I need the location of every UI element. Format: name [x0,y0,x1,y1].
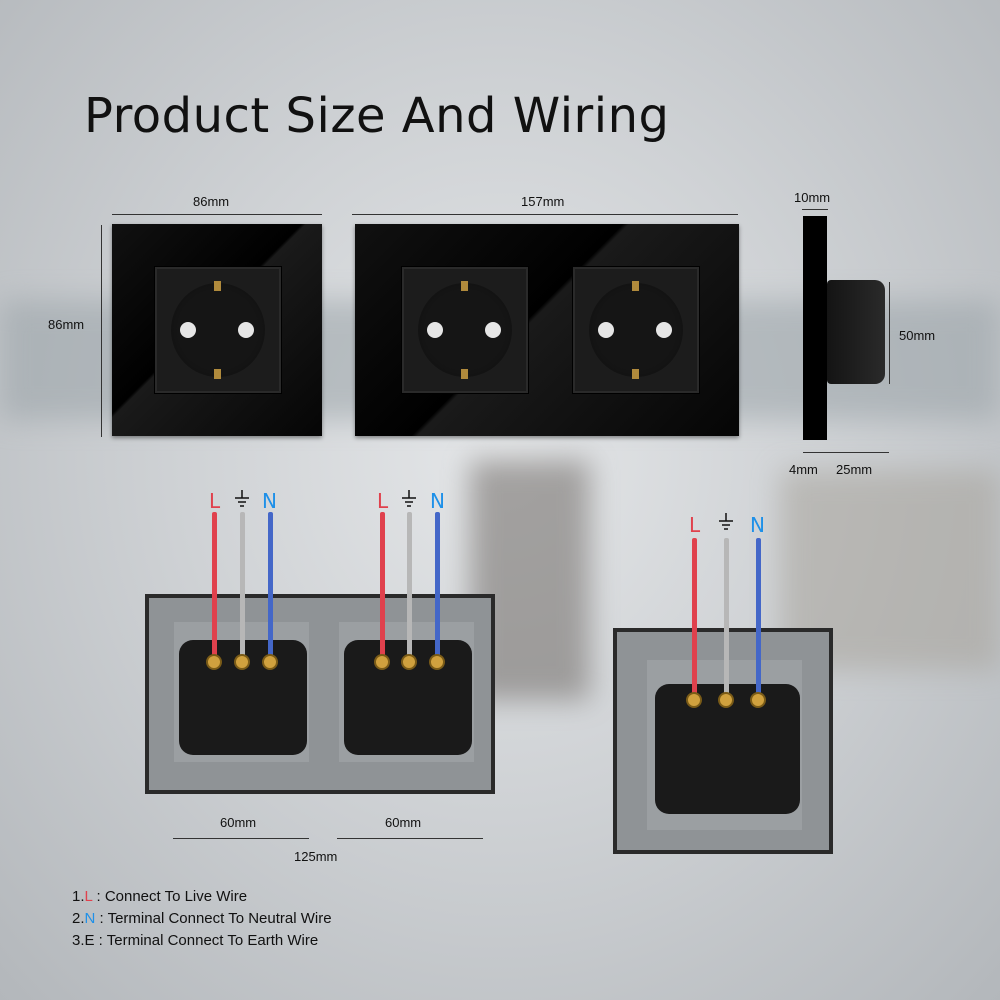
dim-line-single-height [101,225,102,437]
live-wire [380,512,385,662]
earth-symbol-icon [719,513,733,530]
legend-letter-neutral: N [84,910,96,927]
terminal-screw [206,654,222,670]
earth-clip [461,281,468,291]
terminal-screw [374,654,390,670]
earth-symbol-icon [402,490,416,507]
terminal-screw [234,654,250,670]
legend-item-earth: 3.E : Terminal Connect To Earth Wire [72,932,318,949]
dim-line-side-bottom [803,452,889,453]
dim-line-single-width [112,214,322,215]
dim-line-side-height [889,282,890,384]
socket-outlet-right [573,267,699,393]
earth-clip [632,281,639,291]
wire-label-neutral: N [750,513,765,537]
side-view-body [827,280,885,384]
earth-clip [632,369,639,379]
single-back-panel [613,628,833,854]
socket-pin [485,322,501,338]
page-title: Product Size And Wiring [84,88,670,144]
socket-pin [427,322,443,338]
dim-single-width: 86mm [193,194,230,209]
wire-label-neutral: N [430,489,445,513]
dim-center-right: 60mm [385,815,422,830]
legend-text: : Terminal Connect To Earth Wire [94,932,319,949]
dim-side-body: 25mm [836,462,873,477]
socket-pin [656,322,672,338]
dim-line-double-width [352,214,738,215]
socket-outlet-left [402,267,528,393]
live-wire [212,512,217,662]
neutral-wire [268,512,273,662]
terminal-screw [718,692,734,708]
dim-center-total: 125mm [294,849,338,864]
socket-outlet [155,267,281,393]
single-socket-panel [112,224,322,436]
legend-text: : Connect To Live Wire [92,888,248,905]
terminal-screw [686,692,702,708]
dim-line-side-top [802,209,828,210]
legend-text: : Terminal Connect To Neutral Wire [95,910,332,927]
neutral-wire [435,512,440,662]
wire-label-neutral: N [262,489,277,513]
dim-side-plate: 4mm [789,462,818,477]
dim-side-top: 10mm [794,190,831,205]
terminal-screw [262,654,278,670]
terminal-screw [429,654,445,670]
double-socket-panel [355,224,739,436]
socket-pin [238,322,254,338]
earth-symbol-icon [235,490,249,507]
earth-clip [214,369,221,379]
socket-pin [180,322,196,338]
terminal-screw [401,654,417,670]
earth-clip [214,281,221,291]
legend-prefix: 3.E [72,932,95,949]
earth-wire [407,512,412,662]
earth-wire [240,512,245,662]
legend-prefix: 1. [72,888,85,905]
earth-wire [724,538,729,698]
earth-clip [461,369,468,379]
dim-side-height: 50mm [899,328,936,343]
live-wire [692,538,697,698]
legend-letter-live: L [84,888,93,905]
dim-line-center-right [337,838,483,839]
wire-label-live: L [689,513,701,537]
dim-center-left: 60mm [220,815,257,830]
side-view-plate [803,216,827,440]
double-back-panel [145,594,495,794]
wire-label-live: L [377,489,389,513]
wire-label-live: L [209,489,221,513]
legend-item-live: 1.L : Connect To Live Wire [72,888,247,905]
legend-item-neutral: 2.N : Terminal Connect To Neutral Wire [72,910,332,927]
socket-pin [598,322,614,338]
neutral-wire [756,538,761,698]
dim-line-center-left [173,838,309,839]
legend-prefix: 2. [72,910,85,927]
terminal-screw [750,692,766,708]
dim-single-height: 86mm [48,317,85,332]
dim-double-width: 157mm [521,194,565,209]
